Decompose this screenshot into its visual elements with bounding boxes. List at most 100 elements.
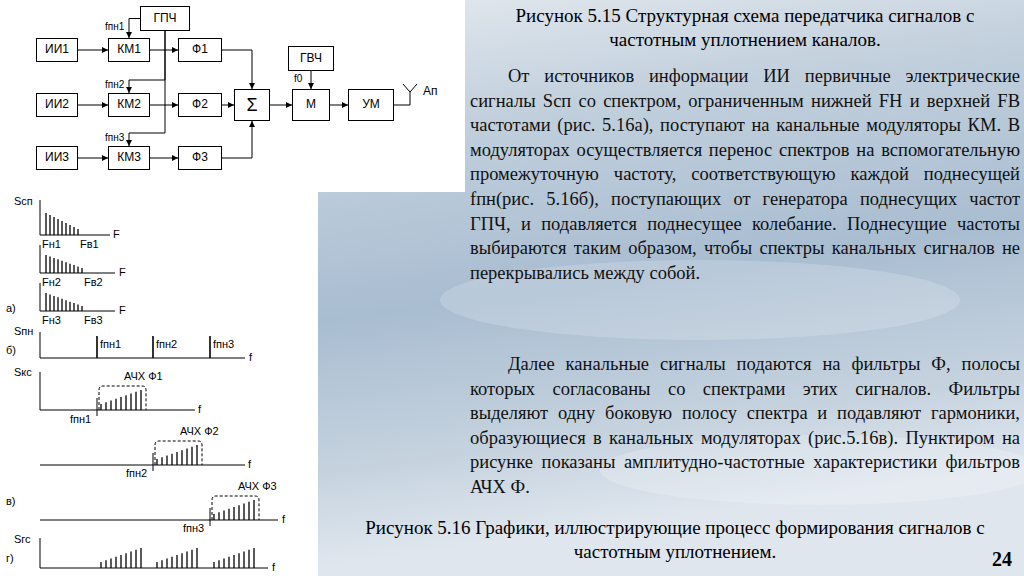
signal-connector (150, 105, 178, 106)
graph-line (120, 397, 121, 410)
graph-line (69, 302, 70, 311)
graph-line (181, 553, 182, 568)
block-label: ГВЧ (300, 52, 322, 66)
axis-label: f (248, 458, 251, 471)
figure-caption: Рисунок 5.15 Структурная схема передатчи… (470, 4, 1020, 52)
graph-line (161, 457, 162, 465)
graph-line (45, 213, 46, 235)
graph-line (110, 401, 111, 411)
graph-line (171, 557, 172, 568)
signal-connector (222, 50, 252, 89)
graph-line (191, 550, 192, 568)
graph-line (49, 215, 50, 235)
graph-line (213, 562, 214, 568)
axis-label: f (249, 351, 252, 364)
graph-line (40, 410, 195, 411)
frequency-label: Fв2 (84, 276, 103, 289)
frequency-label: Fн2 (42, 276, 61, 289)
graph-line (140, 390, 141, 410)
signal-connector (78, 50, 108, 51)
graph-line (49, 294, 50, 311)
graph-line (73, 303, 74, 311)
block-box: ИИ1 (36, 38, 78, 62)
filter-response-label: АЧХ Ф2 (180, 425, 219, 438)
block-box: Ф1 (178, 38, 222, 62)
block-label: Ф3 (192, 151, 208, 165)
signal-connector (311, 71, 312, 89)
graph-line (166, 456, 167, 466)
graph-line (73, 265, 74, 273)
filter-response-curve (99, 386, 146, 410)
graph-line (191, 447, 192, 465)
block-box: Ф3 (178, 146, 222, 170)
signal-connector (78, 105, 108, 106)
graph-line (218, 512, 219, 520)
graph-line (49, 256, 50, 273)
graph-line (238, 553, 239, 568)
graph-line (233, 555, 234, 568)
graph-line (253, 500, 254, 520)
filter-response-label: АЧХ Ф3 (238, 480, 277, 493)
block-box: КМ3 (108, 146, 150, 170)
graph-line (61, 261, 62, 273)
graph-line (69, 264, 70, 273)
axis-label: f (272, 561, 275, 574)
panel-letter: б) (6, 344, 16, 357)
axis-label: F (119, 304, 126, 317)
block-box: ИИ2 (36, 93, 78, 117)
frequency-label: fпн3 (183, 522, 204, 535)
body-paragraph: От источников информации ИИ первичные эл… (470, 64, 1020, 285)
block-label: ИИ3 (45, 151, 69, 165)
graph-line (196, 445, 197, 465)
frequency-label: fпн3 (213, 338, 234, 351)
block-label: УМ (362, 98, 380, 112)
graph-line (97, 398, 98, 416)
graph-line (110, 559, 111, 569)
block-label: Ф1 (192, 43, 208, 57)
page-number: 24 (992, 548, 1012, 571)
block-label: КМ3 (117, 151, 141, 165)
graph-line (140, 548, 141, 568)
signal-connector (222, 121, 252, 158)
graph-line (181, 450, 182, 465)
axis-label: f (198, 403, 201, 416)
graph-line (248, 502, 249, 520)
graph-line (40, 538, 41, 568)
frequency-label: Fн3 (42, 314, 61, 327)
graph-line (125, 553, 126, 568)
graph-line (152, 336, 154, 358)
graph-line (130, 394, 131, 411)
block-label: Ф2 (192, 98, 208, 112)
signal-connector (78, 158, 108, 159)
graph-line (73, 227, 74, 235)
graph-line (45, 293, 46, 311)
signal-connector (150, 50, 178, 51)
graph-line (253, 548, 254, 568)
block-box: ГПЧ (140, 6, 190, 31)
frequency-label: fпн3 (104, 132, 125, 144)
axis-label: F (113, 228, 120, 241)
graph-line (53, 217, 54, 235)
graph-line (115, 399, 116, 410)
figure-caption: Рисунок 5.16 Графики, иллюстрирующие про… (330, 516, 1020, 564)
graph-line (77, 229, 78, 235)
graph-line (65, 300, 66, 311)
graph-line (96, 336, 98, 358)
block-label: Σ (246, 95, 257, 116)
block-label: М (306, 98, 316, 112)
graph-line (223, 559, 224, 569)
frequency-label: Fн1 (42, 238, 61, 251)
body-paragraph: Далее канальные сигналы подаются на филь… (470, 352, 1020, 500)
graph-line (40, 358, 245, 359)
graph-line (100, 404, 101, 410)
graph-line (209, 336, 211, 358)
graph-line (81, 268, 82, 273)
block-box: ИИ3 (36, 146, 78, 170)
graph-line (125, 395, 126, 410)
antenna-symbol (403, 84, 417, 92)
axis-label: Sгс (14, 533, 31, 546)
graph-line (218, 560, 219, 568)
block-label: ИИ2 (45, 98, 69, 112)
graph-line (228, 509, 229, 520)
axis-label: F (119, 266, 126, 279)
